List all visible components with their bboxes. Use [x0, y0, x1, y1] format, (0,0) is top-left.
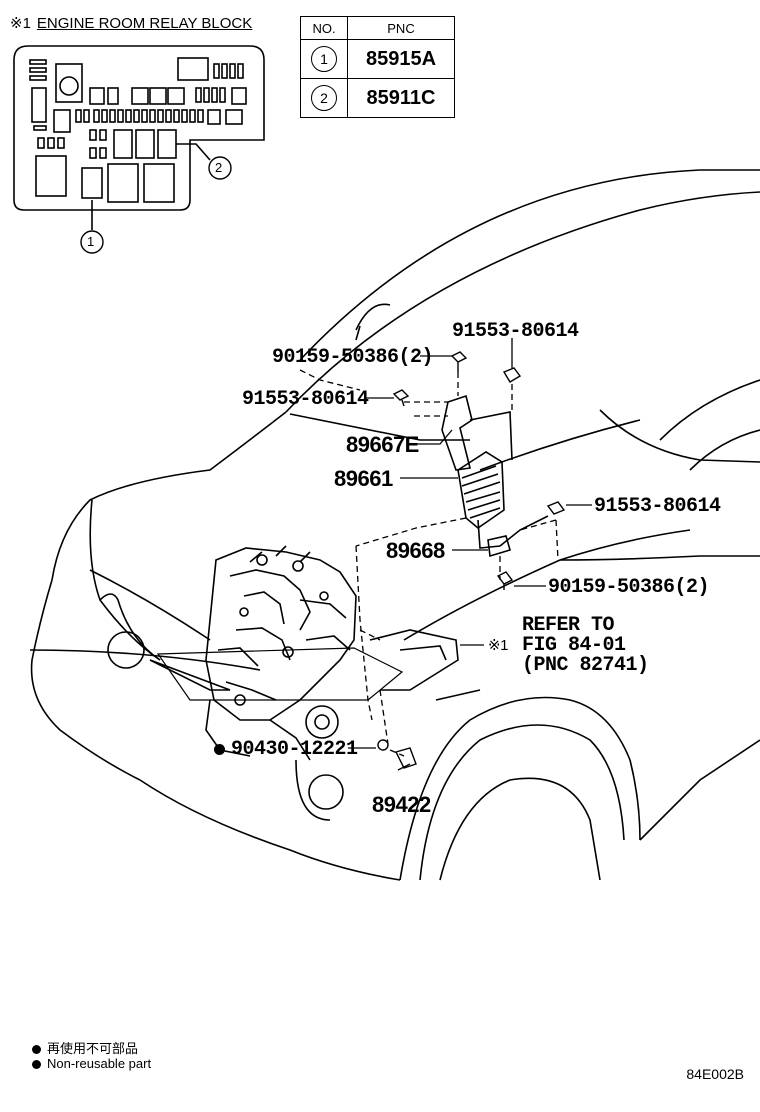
legend-line-1: 再使用不可部品 [32, 1038, 138, 1057]
inset-title: ※1 ENGINE ROOM RELAY BLOCK [10, 14, 252, 32]
part-label-91553-top[interactable]: 91553-80614 [452, 320, 579, 343]
bolt-icon [392, 389, 410, 401]
part-label-90430[interactable]: 90430-12221 [214, 738, 358, 761]
non-reusable-dot-icon [214, 744, 225, 755]
relay-block-inset [13, 45, 265, 230]
refer-line-2[interactable]: FIG 84-01 [522, 634, 626, 657]
pnc-row-value[interactable]: 85915A [347, 39, 455, 79]
inset-marker: ※1 [10, 15, 31, 32]
bolt-icon [496, 571, 514, 585]
label-leaders [348, 338, 592, 771]
part-label-90159-top[interactable]: 90159-50386(2) [272, 346, 434, 369]
inset-callout-1: 1 [87, 234, 95, 249]
washer-icon [377, 739, 389, 751]
part-label-89668[interactable]: 89668 [386, 538, 445, 563]
pnc-table: NO. PNC 1 85915A 2 85911C [300, 16, 455, 118]
vehicle-body-outline [29, 169, 760, 881]
dashed-leaders [299, 369, 559, 757]
nut-icon [546, 501, 566, 515]
part-label-89661[interactable]: 89661 [334, 466, 393, 491]
legend-text-1: 再使用不可部品 [47, 1041, 139, 1056]
part-label-89422[interactable]: 89422 [372, 792, 431, 817]
part-label-90430-text: 90430-12221 [231, 738, 358, 761]
inset-callout-2: 2 [215, 160, 223, 175]
part-label-89667e[interactable]: 89667E [346, 432, 419, 457]
refer-marker: ※1 [488, 637, 508, 654]
fasteners [377, 351, 566, 769]
pnc-row-value[interactable]: 85911C [347, 78, 455, 118]
bolt-icon [450, 351, 468, 363]
table-row: 1 85915A [300, 39, 455, 79]
legend-line-2: Non-reusable part [32, 1056, 151, 1071]
nut-icon [502, 367, 522, 383]
pnc-header-pnc: PNC [347, 16, 455, 40]
part-label-91553-right[interactable]: 91553-80614 [594, 495, 721, 518]
sensor-icon [394, 747, 417, 769]
ecu-assembly [441, 394, 549, 558]
figure-code: 84E002B [686, 1066, 744, 1082]
legend-dot-icon [32, 1045, 41, 1054]
pnc-row-no: 1 [311, 46, 337, 72]
pnc-row-no: 2 [311, 85, 337, 111]
pnc-header-no: NO. [300, 16, 348, 40]
refer-line-3[interactable]: (PNC 82741) [522, 654, 649, 677]
refer-line-1: REFER TO [522, 614, 615, 637]
part-label-90159-bottom[interactable]: 90159-50386(2) [548, 576, 710, 599]
legend-dot-icon [32, 1060, 41, 1069]
table-row: 2 85911C [300, 78, 455, 118]
inset-title-text: ENGINE ROOM RELAY BLOCK [36, 15, 253, 32]
part-label-91553-left[interactable]: 91553-80614 [242, 388, 369, 411]
callout-circles-inset [80, 156, 232, 254]
engine-assembly [149, 545, 459, 761]
legend-text-2: Non-reusable part [47, 1056, 152, 1071]
